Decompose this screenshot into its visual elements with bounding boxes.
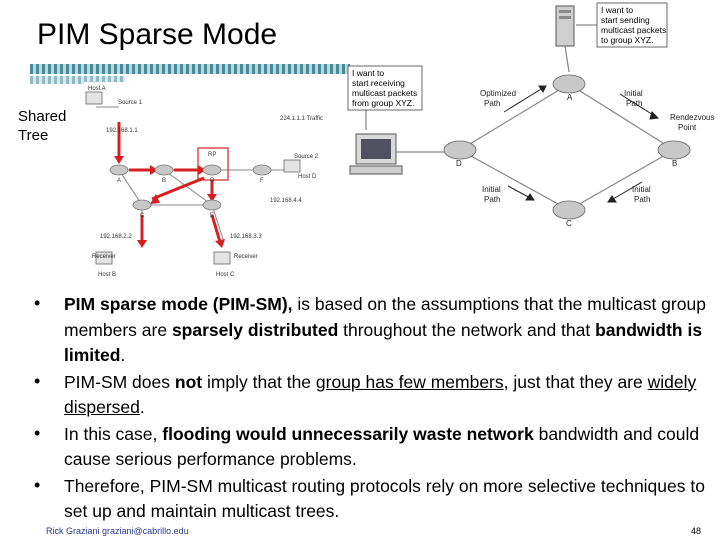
title-underline-band xyxy=(30,64,350,74)
router-a-label: A xyxy=(117,178,121,184)
initial-path-top-label: Initial Path xyxy=(624,89,645,108)
slide-title: PIM Sparse Mode xyxy=(37,18,278,51)
bullet-dot: • xyxy=(34,370,41,391)
right-router-c-label: C xyxy=(566,219,572,228)
source-1-ip: 192.168.1.1 xyxy=(106,128,138,134)
optimized-path-label: Optimized Path xyxy=(480,89,518,108)
footer-author: Rick Graziani graziani@cabrillo.edu xyxy=(46,526,189,536)
source-2-label: Source 2 xyxy=(294,154,319,160)
net-3-label: 192.168.3.3 xyxy=(230,234,262,240)
net-4-label: 192.168.4.4 xyxy=(270,198,302,204)
router-f-label: F xyxy=(260,178,264,184)
host-a-label: Host A xyxy=(88,86,106,92)
right-router-b-label: B xyxy=(672,159,677,168)
source-1-label: Source 1 xyxy=(118,100,143,106)
bullet-item-4: •Therefore, PIM-SM multicast routing pro… xyxy=(34,474,705,522)
rp-label: RP xyxy=(208,152,216,158)
initial-path-bottom-right-label: Initial Path xyxy=(632,185,653,204)
host-c-label: Host C xyxy=(216,272,235,278)
router-d-label: D xyxy=(210,178,215,184)
bullet-dot: • xyxy=(34,293,41,313)
router-e-label: E xyxy=(210,213,214,219)
sender-callout-text: I want to start sending multicast packet… xyxy=(601,5,669,45)
router-c-label: C xyxy=(140,213,145,219)
bullet-dot: • xyxy=(34,422,41,443)
net-2-label: 192.168.2.2 xyxy=(100,234,132,240)
page-number: 48 xyxy=(691,526,702,536)
receiver-c-label: Receiver xyxy=(234,254,258,260)
rendezvous-point-label: Rendezvous Point xyxy=(670,113,717,132)
router-b-label: B xyxy=(162,178,166,184)
receiver-computer-icon xyxy=(349,133,403,175)
receiver-callout-text: I want to start receiving multicast pack… xyxy=(352,68,420,108)
initial-path-bottom-left-label: Initial Path xyxy=(482,185,503,204)
shared-tree-diagram: Host A Source 1 192.168.1.1 224.1.1.1 Tr… xyxy=(84,82,346,282)
bullet-item-3: •In this case, flooding would unnecessar… xyxy=(34,422,700,470)
bullet-item-1: •PIM sparse mode (PIM-SM), is based on t… xyxy=(34,293,706,365)
bullet-dot: • xyxy=(34,474,41,495)
bullet-item-2: •PIM-SM does not imply that the group ha… xyxy=(34,370,697,418)
host-d-label: Host D xyxy=(298,174,317,180)
right-router-d-label: D xyxy=(456,159,462,168)
traffic-label: 224.1.1.1 Traffic xyxy=(280,116,323,122)
server-icon xyxy=(555,5,575,47)
right-router-a-label: A xyxy=(567,93,573,102)
host-b-label: Host B xyxy=(98,272,116,278)
rendezvous-point-diagram: I want to start sending multicast packet… xyxy=(347,2,717,228)
shared-tree-label: Shared Tree xyxy=(18,108,67,144)
bullet-list: •PIM sparse mode (PIM-SM), is based on t… xyxy=(34,292,714,526)
receiver-b-label: Receiver xyxy=(92,254,116,260)
title-underline-band-short xyxy=(30,76,125,84)
